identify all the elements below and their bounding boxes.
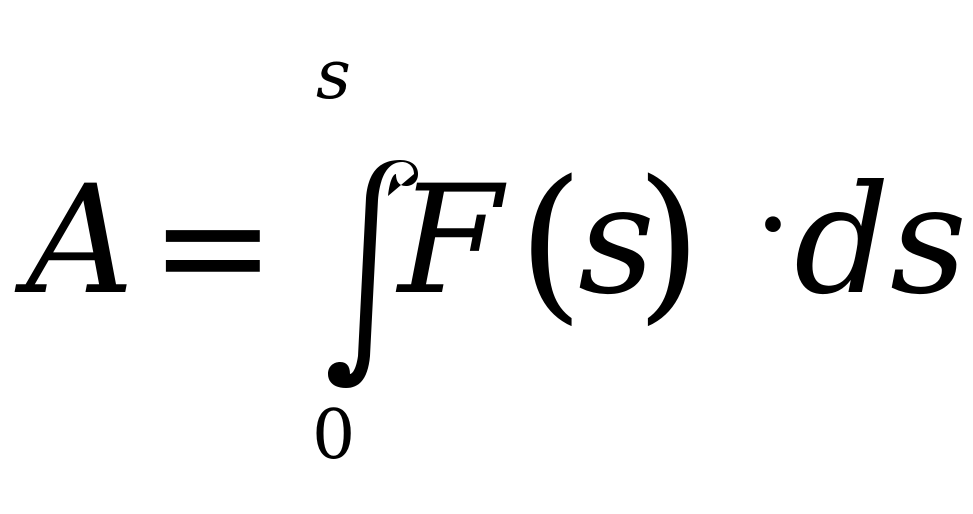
integrand-variable: s: [578, 154, 655, 328]
dot-operator: ·: [754, 156, 793, 295]
upper-limit: s: [316, 36, 351, 115]
right-parenthesis: ): [636, 144, 702, 340]
differential: ds: [794, 154, 967, 328]
left-parenthesis: (: [518, 144, 584, 340]
equals-sign: =: [150, 160, 276, 334]
integral-sign-icon: [328, 160, 418, 388]
integrand-function: F: [398, 154, 503, 328]
lhs-symbol: A: [26, 154, 135, 328]
lower-limit: 0: [312, 396, 356, 475]
